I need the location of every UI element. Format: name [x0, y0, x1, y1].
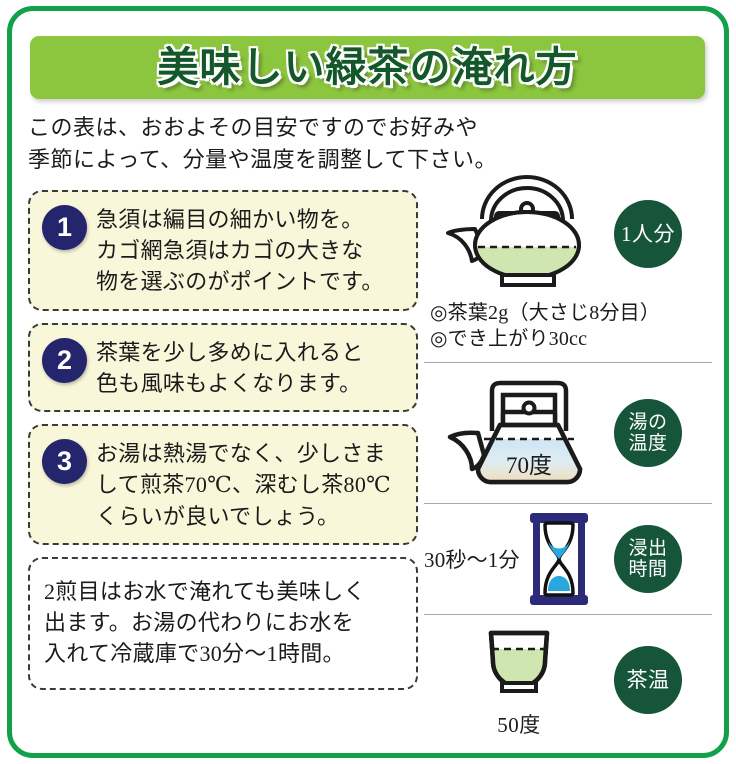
tea-temp-value: 50度 — [497, 713, 541, 737]
measure-row-water-temp: 70度 湯の 温度 — [424, 363, 712, 504]
step-text-2: 茶葉を少し多めに入れると 色も風味もよくなります。 — [96, 336, 364, 399]
step-box-1: 1 急須は編目の細かい物を。 カゴ網急須はカゴの大きな 物を選ぶのがポイントです… — [28, 190, 418, 311]
step-3-line-2: して煎茶70℃、深むし茶80℃ — [96, 472, 392, 498]
step-3-line-1: お湯は熱湯でなく、少しさま — [96, 441, 386, 467]
divider-3 — [424, 614, 712, 615]
step-number-badge-1: 1 — [42, 205, 87, 250]
step-1-line-2: カゴ網急須はカゴの大きな — [96, 238, 364, 264]
badge-serving: 1人分 — [614, 200, 682, 268]
step-4-line-3: 入れて冷蔵庫で30分〜1時間。 — [44, 641, 345, 667]
badge-water-temp-line-1: 湯の — [628, 411, 668, 433]
teapot-illustration — [424, 173, 614, 295]
badge-steep-time-line-1: 浸出 — [628, 537, 668, 559]
badge-steep-time: 浸出 時間 — [614, 525, 682, 593]
badge-water-temp-line-2: 温度 — [628, 433, 668, 454]
step-text-4: 2煎目はお水で淹れても美味しく 出ます。お湯の代わりにお水を 入れて冷蔵庫で30… — [44, 575, 366, 670]
step-1-line-3: 物を選ぶのがポイントです。 — [96, 269, 384, 295]
badge-steep-time-line-2: 時間 — [628, 559, 668, 580]
kettle-temp-value: 70度 — [506, 453, 552, 478]
badge-tea-temp: 茶温 — [614, 646, 682, 714]
badge-water-temp: 湯の 温度 — [614, 399, 682, 467]
step-text-1: 急須は編目の細かい物を。 カゴ網急須はカゴの大きな 物を選ぶのがポイントです。 — [96, 203, 384, 298]
step-box-2: 2 茶葉を少し多めに入れると 色も風味もよくなります。 — [28, 322, 418, 413]
serving-note-1: ◎茶葉2g（大さじ8分目） — [430, 302, 661, 324]
step-2-line-1: 茶葉を少し多めに入れると — [96, 339, 364, 365]
step-box-4: 2煎目はお水で淹れても美味しく 出ます。お湯の代わりにお水を 入れて冷蔵庫で30… — [28, 556, 418, 690]
step-box-3: 3 お湯は熱湯でなく、少しさま して煎茶70℃、深むし茶80℃ くらいが良いでし… — [28, 424, 418, 545]
divider-1 — [424, 362, 712, 363]
serving-note-2: ◎でき上がり30cc — [430, 328, 588, 350]
measures-column: 1人分 ◎茶葉2g（大さじ8分目） ◎でき上がり30cc — [424, 168, 712, 745]
steps-column: 1 急須は編目の細かい物を。 カゴ網急須はカゴの大きな 物を選ぶのがポイントです… — [28, 190, 418, 702]
step-number-badge-3: 3 — [42, 439, 87, 485]
measure-row-steep-time: 30秒〜1分 — [424, 504, 712, 615]
step-3-line-3: くらいが良いでしょう。 — [96, 503, 340, 529]
measure-row-serving: 1人分 ◎茶葉2g（大さじ8分目） ◎でき上がり30cc — [424, 168, 712, 363]
title-banner: 美味しい緑茶の淹れ方 — [30, 36, 705, 99]
intro-line-1: この表は、おおよその目安ですのでお好みや — [28, 115, 479, 140]
teacup-icon — [488, 630, 550, 693]
step-4-line-1: 2煎目はお水で淹れても美味しく — [44, 578, 366, 604]
kettle-illustration: 70度 — [424, 369, 614, 497]
measure-row-tea-temp: 50度 茶温 — [424, 615, 712, 745]
teapot-icon — [446, 175, 581, 287]
divider-2 — [424, 503, 712, 504]
kettle-icon: 70度 — [447, 380, 583, 485]
intro-line-2: 季節によって、分量や温度を調整して下さい。 — [28, 146, 497, 172]
step-number-badge-2: 2 — [42, 337, 87, 383]
step-2-line-2: 色も風味もよくなります。 — [96, 370, 362, 396]
teacup-illustration: 50度 — [424, 621, 614, 739]
serving-notes: ◎茶葉2g（大さじ8分目） ◎でき上がり30cc — [424, 300, 712, 352]
page-title: 美味しい緑茶の淹れ方 — [157, 44, 578, 90]
steep-time-value: 30秒〜1分 — [424, 548, 520, 572]
intro-paragraph: この表は、おおよその目安ですのでお好みや 季節によって、分量や温度を調整して下さ… — [28, 112, 548, 176]
step-text-3: お湯は熱湯でなく、少しさま して煎茶70℃、深むし茶80℃ くらいが良いでしょう… — [96, 437, 391, 532]
step-4-line-2: 出ます。お湯の代わりにお水を — [44, 610, 355, 636]
step-1-line-1: 急須は編目の細かい物を。 — [96, 207, 364, 232]
hourglass-icon — [529, 513, 588, 605]
hourglass-illustration — [526, 511, 592, 607]
